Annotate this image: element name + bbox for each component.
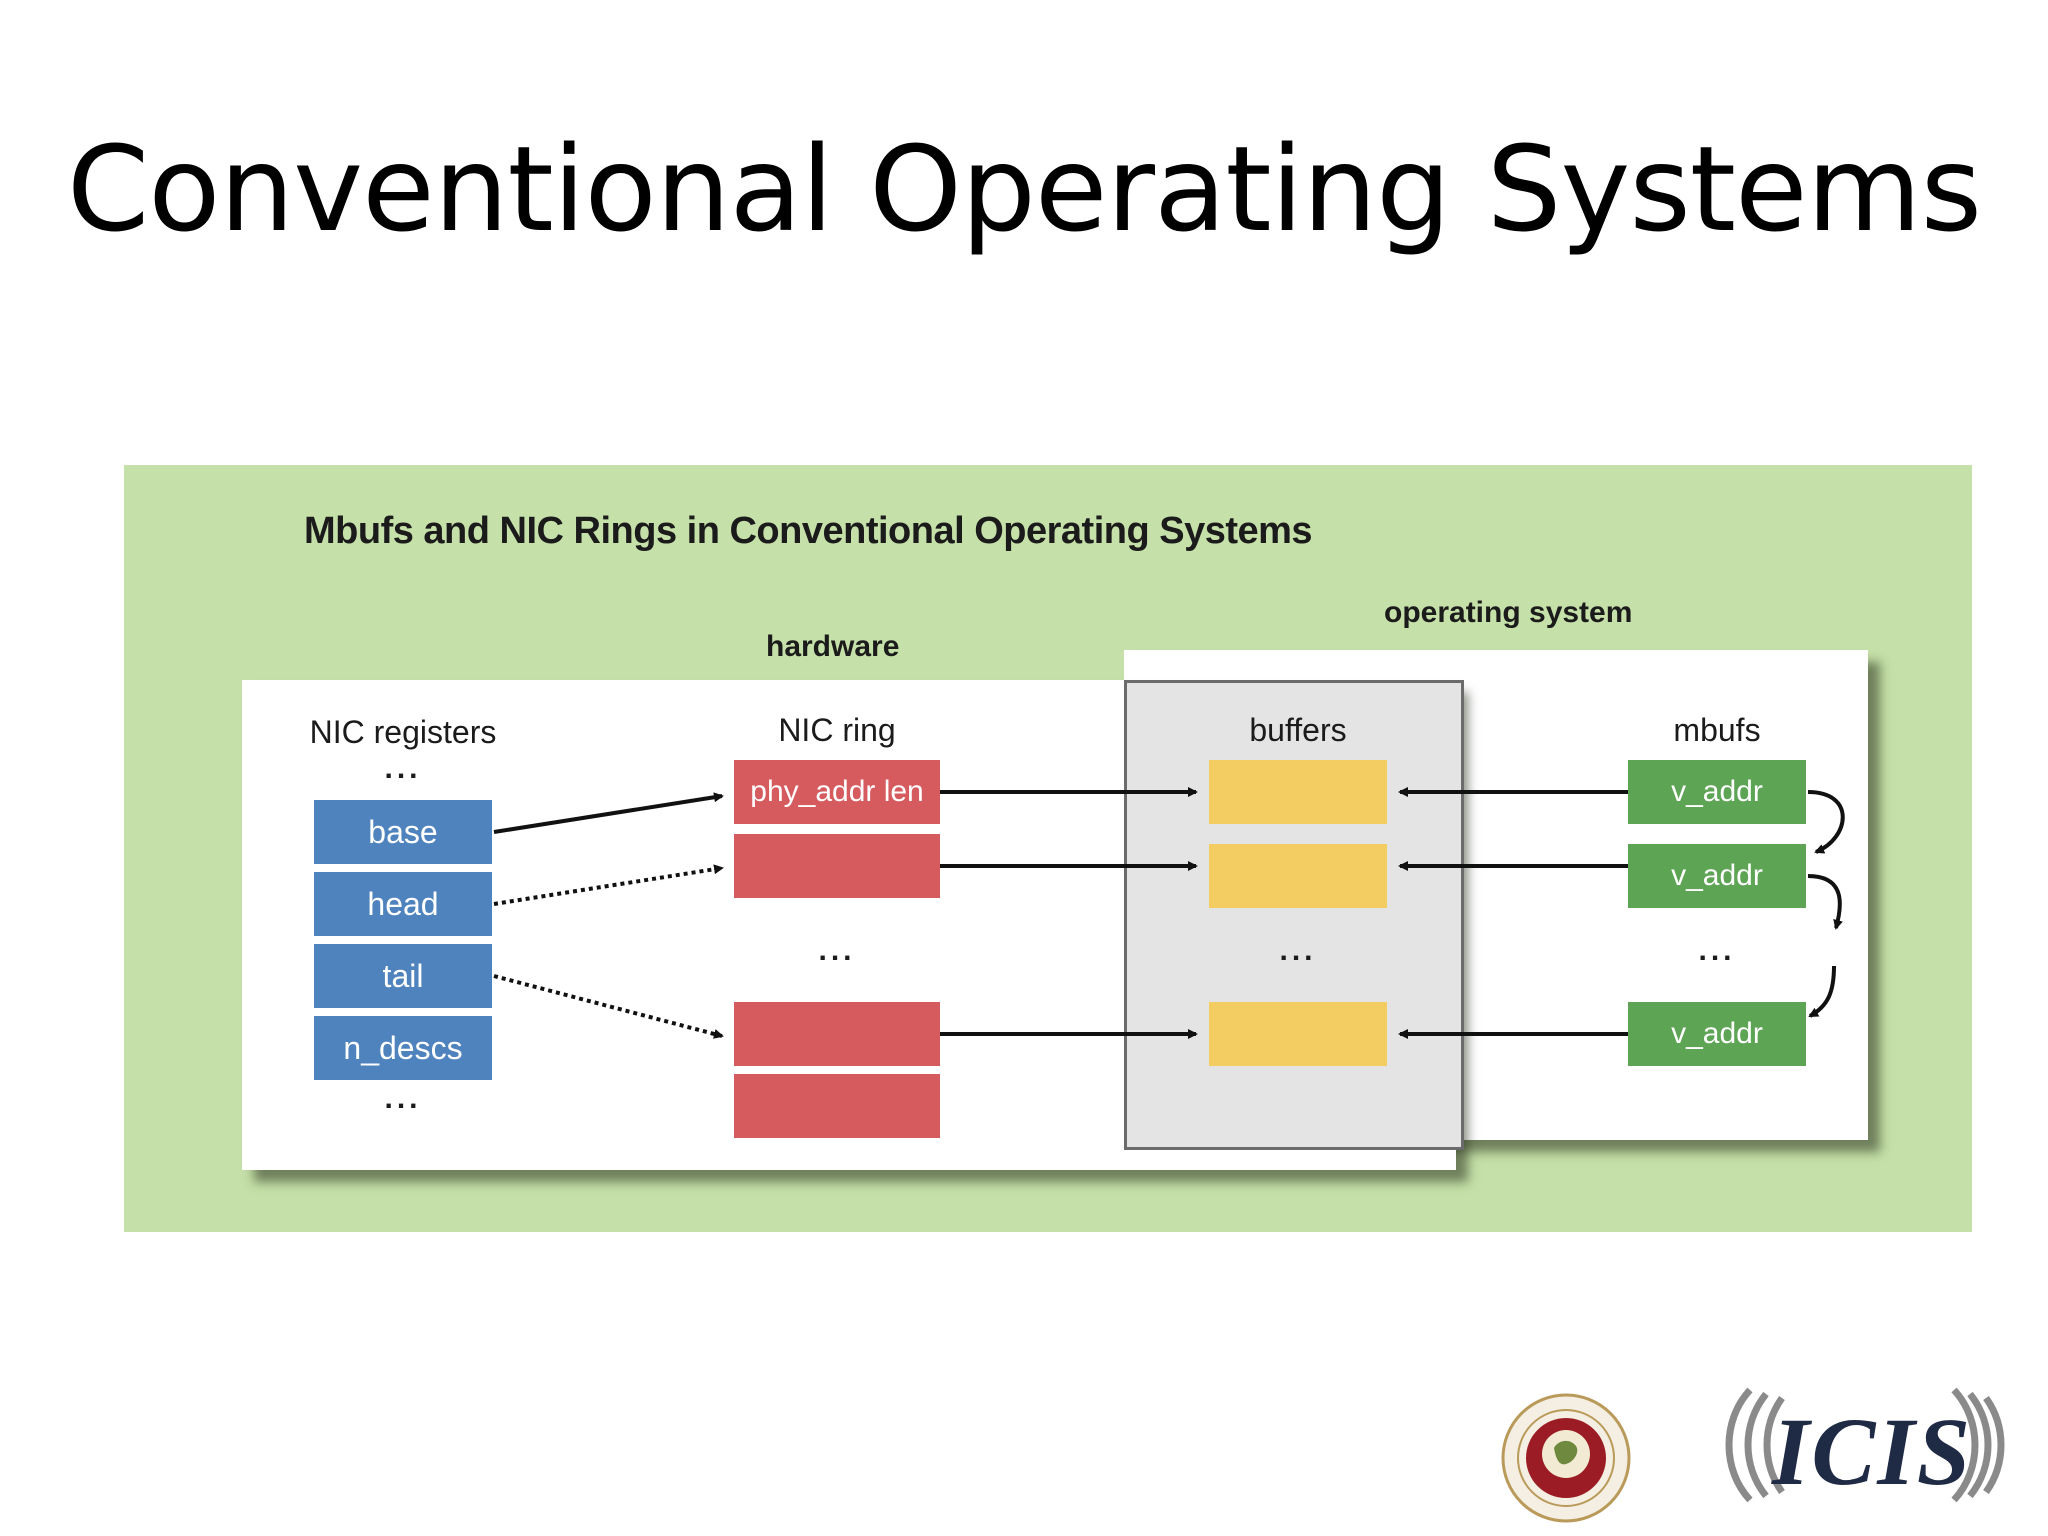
icis-logo-text: ICIS	[1772, 1398, 1973, 1505]
buffer-block	[1209, 1002, 1387, 1066]
arrow-base-to-ring	[493, 792, 724, 834]
nic-registers-label: NIC registers	[309, 714, 497, 750]
ring-slot-first: phy_addr len	[734, 760, 940, 824]
mbuf-v-addr: v_addr	[1628, 1002, 1806, 1066]
icis-logo-icon	[1725, 1387, 2005, 1503]
university-seal-icon	[1501, 1393, 1631, 1523]
buffers-label: buffers	[1249, 712, 1347, 748]
ring-ellipsis: ...	[818, 934, 856, 967]
register-tail: tail	[314, 944, 492, 1008]
registers-ellipsis-top: ...	[384, 752, 422, 785]
mbufs-label: mbufs	[1673, 712, 1761, 748]
registers-ellipsis-bottom: ...	[384, 1082, 422, 1115]
buffers-panel	[1124, 680, 1464, 1150]
arrow-head-to-ring	[493, 864, 724, 906]
operating-system-label: operating system	[1384, 596, 1633, 629]
nic-ring-label: NIC ring	[778, 712, 896, 748]
register-head: head	[314, 872, 492, 936]
arrow-mbuf-chain	[1807, 874, 1843, 930]
buffer-block	[1209, 844, 1387, 908]
register-base: base	[314, 800, 492, 864]
buffers-ellipsis: ...	[1279, 934, 1317, 967]
ring-slot	[734, 1074, 940, 1138]
mbuf-v-addr: v_addr	[1628, 760, 1806, 824]
mbuf-v-addr: v_addr	[1628, 844, 1806, 908]
mbufs-ellipsis: ...	[1698, 934, 1736, 967]
figure-title: Mbufs and NIC Rings in Conventional Oper…	[304, 510, 1313, 552]
hardware-label: hardware	[766, 630, 900, 663]
buffer-block	[1209, 760, 1387, 824]
slide-title: Conventional Operating Systems	[66, 120, 1982, 258]
arrow-tail-to-ring	[493, 974, 724, 1039]
register-n-descs: n_descs	[314, 1016, 492, 1080]
ring-slot	[734, 834, 940, 898]
arrow-mbuf-chain	[1808, 965, 1836, 1018]
arrow-mbuf-chain	[1807, 790, 1845, 854]
ring-slot	[734, 1002, 940, 1066]
